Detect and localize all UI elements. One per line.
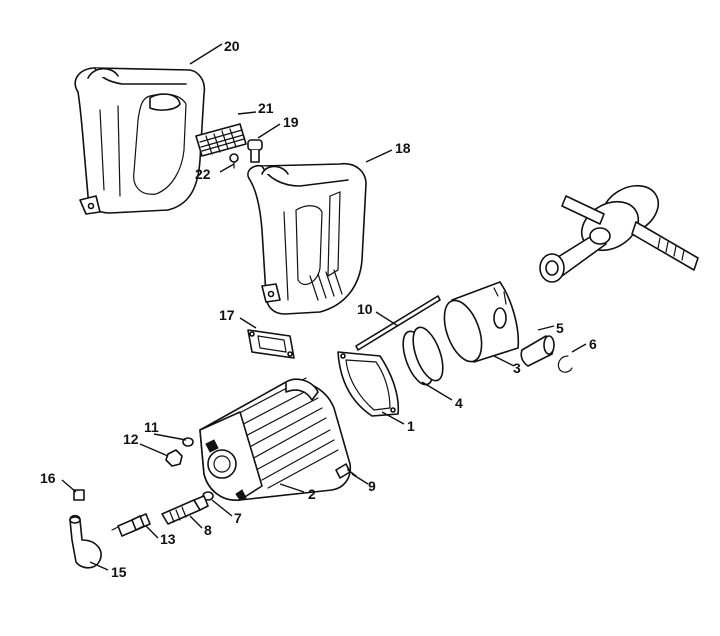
part-8-decompression-valve: [161, 495, 209, 525]
part-17-gasket: [247, 329, 295, 359]
part-5-piston-pin: [520, 335, 555, 367]
callout-8: 8: [204, 522, 212, 538]
callout-19: 19: [283, 114, 299, 130]
callout-6: 6: [589, 336, 597, 352]
part-6-circlip: [557, 355, 573, 373]
part-15-plug-boot: [69, 514, 102, 569]
part-1-cylinder-gasket: [337, 351, 400, 417]
part-22-small-screw: [229, 153, 239, 169]
callout-2: 2: [308, 486, 316, 502]
callout-9: 9: [368, 478, 376, 494]
callout-1: 1: [407, 418, 415, 434]
callout-21: 21: [258, 100, 274, 116]
part-21-screen: [195, 123, 247, 157]
callout-12: 12: [123, 431, 139, 447]
callout-22: 22: [195, 166, 211, 182]
part-12-nut: [165, 449, 183, 467]
callout-18: 18: [395, 140, 411, 156]
part-3-piston: [443, 281, 520, 363]
callout-11: 11: [144, 419, 159, 435]
callout-20: 20: [224, 38, 240, 54]
part-19-screw: [247, 139, 263, 163]
part-13-spark-plug: [111, 513, 151, 537]
callout-5: 5: [556, 320, 564, 336]
callout-15: 15: [111, 564, 127, 580]
callout-3: 3: [513, 360, 521, 376]
callout-17: 17: [219, 307, 235, 323]
leader-lines: [61, 43, 587, 571]
crankshaft: [539, 184, 699, 283]
callout-16: 16: [40, 470, 56, 486]
part-10-wire: [355, 295, 441, 351]
part-20-shroud: [74, 67, 206, 215]
part-16-clip: [73, 489, 85, 501]
callout-4: 4: [455, 395, 463, 411]
callout-13: 13: [160, 531, 176, 547]
callout-10: 10: [357, 301, 373, 317]
callout-7: 7: [234, 510, 242, 526]
part-4-piston-rings: [402, 326, 444, 386]
part-2-cylinder: [199, 377, 352, 501]
part-18-cylinder-shroud: [247, 162, 367, 315]
